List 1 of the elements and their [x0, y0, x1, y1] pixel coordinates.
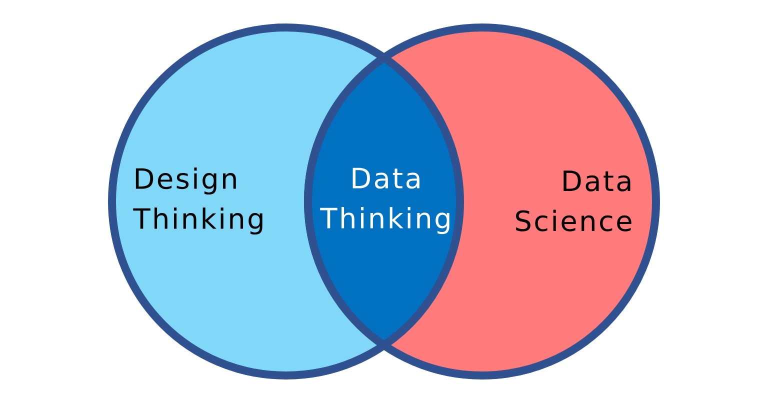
overlap-region: Data Thinking — [304, 54, 464, 350]
